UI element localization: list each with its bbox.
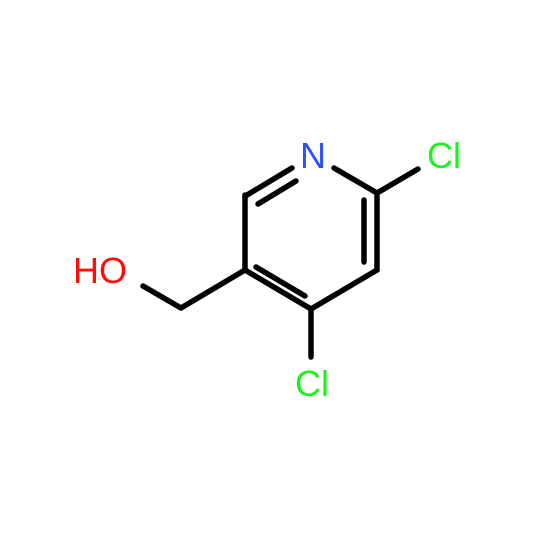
bond-c2-n1-double — [255, 178, 299, 207]
bond-n1-c6 — [331, 165, 380, 196]
bond-c4-c3 — [242, 267, 314, 312]
bond-c6-cl — [374, 166, 421, 196]
atom-label-layer: N Cl Cl HO — [73, 135, 461, 404]
bond-c4-c3-double — [253, 264, 308, 299]
bond-c3-ch2 — [178, 267, 248, 311]
hydroxyl-label: HO — [73, 250, 127, 291]
bond-ch2-o — [140, 283, 184, 311]
bond-layer — [140, 165, 421, 360]
bond-c5-c4 — [308, 267, 380, 312]
chlorine-6-label: Cl — [427, 135, 461, 176]
nitrogen-label: N — [300, 135, 326, 176]
chlorine-4-label: Cl — [295, 363, 329, 404]
bond-c2-n1 — [244, 165, 295, 198]
